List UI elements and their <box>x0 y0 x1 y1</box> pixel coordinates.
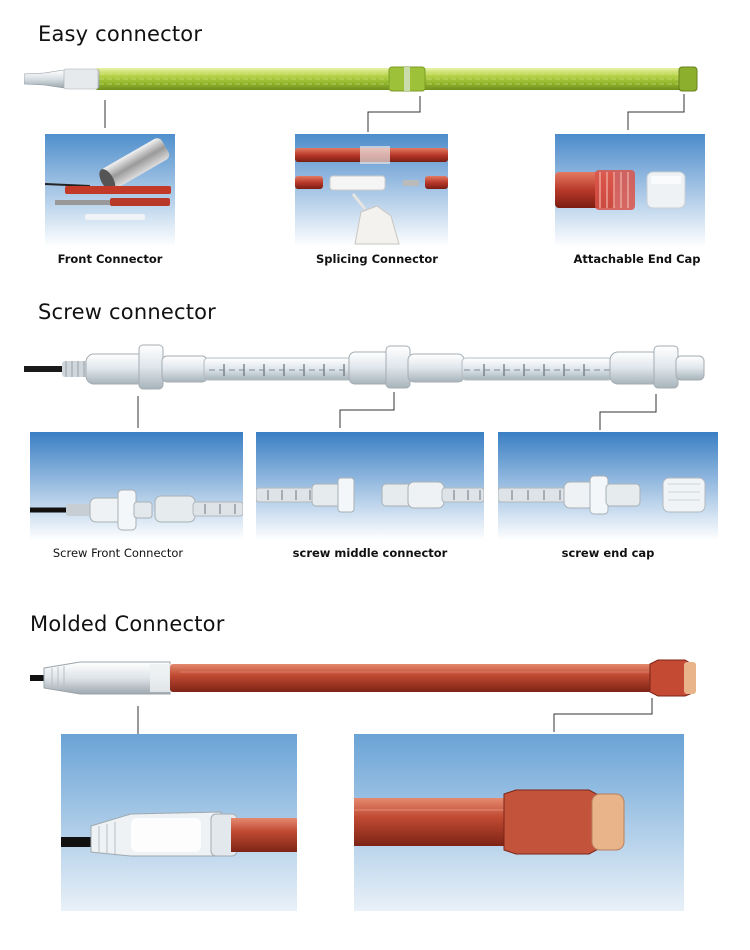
end-cap-photo <box>555 134 705 247</box>
screw-end-cap-label: screw end cap <box>561 546 655 560</box>
easy-connector-title: Easy connector <box>38 22 203 46</box>
molded-front-connector-photo <box>61 734 297 911</box>
molded-connector-title: Molded Connector <box>30 612 225 636</box>
screw-front-connector-photo <box>30 432 243 540</box>
leader-line-screw-end <box>599 394 657 430</box>
front-connector-photo <box>45 134 175 247</box>
splicing-connector-label: Splicing Connector <box>316 252 438 266</box>
screw-connector-title: Screw connector <box>38 300 217 324</box>
leader-line-screw-front <box>137 396 139 428</box>
leader-line-splice <box>367 96 421 132</box>
leader-line-molded-end <box>553 698 653 732</box>
leader-line-molded-front <box>137 706 139 734</box>
front-connector-label: Front Connector <box>57 252 163 266</box>
screw-front-connector-label: Screw Front Connector <box>52 546 184 560</box>
molded-end-cap-photo <box>354 734 684 911</box>
screw-middle-connector-photo <box>256 432 484 540</box>
easy-green-tube-image <box>24 66 698 92</box>
leader-line-endcap <box>627 94 685 130</box>
end-cap-label: Attachable End Cap <box>573 252 701 266</box>
molded-red-tube-image <box>30 659 696 697</box>
leader-line-screw-middle <box>339 392 395 428</box>
screw-clear-tube-image <box>24 344 705 390</box>
screw-end-cap-photo <box>498 432 718 540</box>
screw-middle-connector-label: screw middle connector <box>292 546 448 560</box>
splicing-connector-photo <box>295 134 448 247</box>
leader-line-front <box>104 100 106 128</box>
